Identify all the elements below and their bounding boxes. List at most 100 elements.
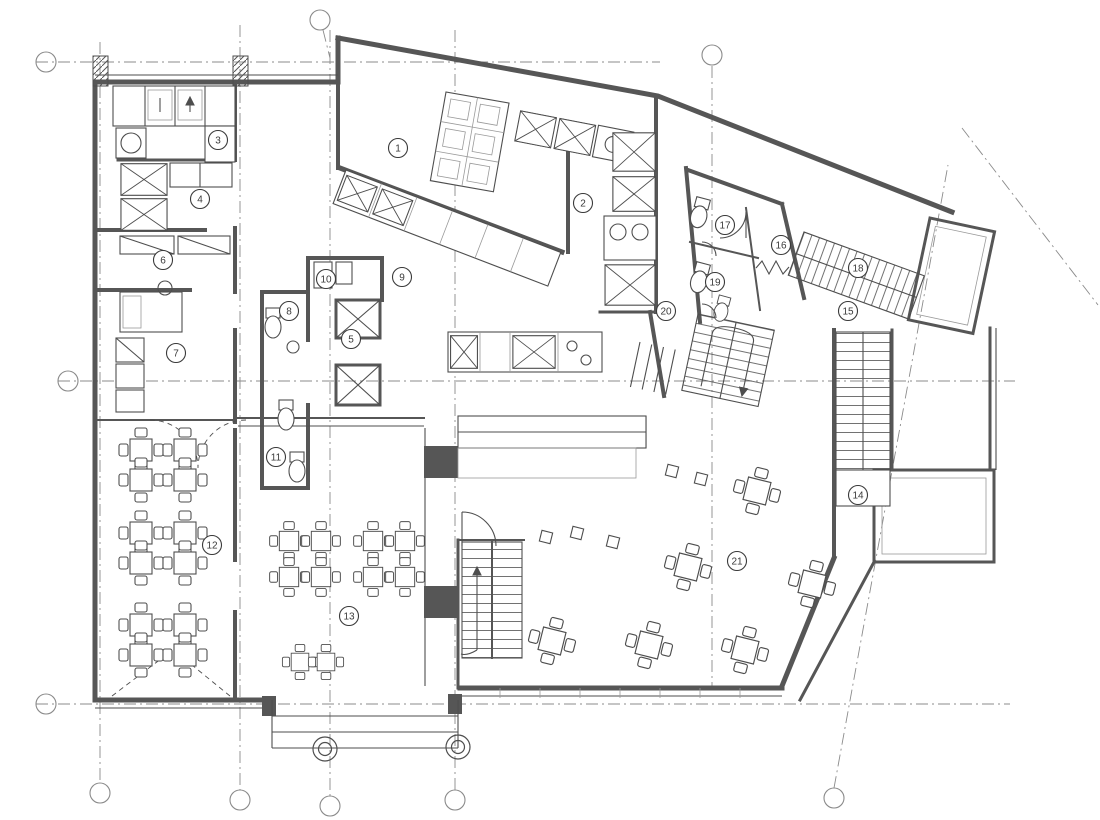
grid-line-vertical (99, 25, 713, 796)
stair-basement (460, 541, 523, 659)
toilet-fixture (264, 307, 282, 339)
toilet-fixture (711, 294, 733, 324)
column-post (448, 694, 462, 714)
room-label-10: 10 (315, 268, 337, 290)
room-label-bubble (714, 214, 736, 236)
room-label-bubble (770, 234, 792, 256)
cooking-range (429, 91, 510, 193)
room-label-bubble (847, 257, 869, 279)
room-label-bubble (338, 605, 360, 627)
room-label-bubble (165, 342, 187, 364)
room-label-number: 2 (580, 199, 586, 210)
toilet-fixture (277, 399, 295, 431)
room-label-number: 1 (395, 144, 401, 155)
room-label-number: 7 (173, 349, 179, 360)
window-mullions (499, 688, 741, 698)
room-label-number: 15 (842, 307, 854, 318)
room-label-4: 4 (189, 188, 211, 210)
room-label-number: 14 (852, 491, 864, 502)
room-label-bubble (189, 188, 211, 210)
room-label-20: 20 (655, 300, 677, 322)
room-label-bubble (847, 484, 869, 506)
room-label-bubble (201, 534, 223, 556)
service-shaft (334, 298, 382, 407)
room-label-bubble (265, 446, 287, 468)
room-label-bubble (152, 249, 174, 271)
grid-axis-marker (319, 795, 341, 817)
room-label-number: 19 (709, 278, 721, 289)
porch-columns (312, 734, 471, 762)
room-label-5: 5 (340, 328, 362, 350)
room-label-number: 8 (286, 307, 292, 318)
steps (629, 341, 676, 395)
room-label-21: 21 (726, 550, 748, 572)
room-label-bubble (837, 300, 859, 322)
room-label-number: 13 (343, 612, 355, 623)
room-label-bubble (655, 300, 677, 322)
toilet-fixture (288, 451, 306, 483)
walls-layer (92, 35, 997, 716)
stair-tower-lower (872, 468, 996, 564)
column-post (92, 55, 109, 87)
counter-room3 (112, 85, 236, 163)
room-label-number: 5 (348, 335, 354, 346)
room-label-3: 3 (207, 129, 229, 151)
room-label-13: 13 (338, 605, 360, 627)
equipment-room2 (603, 132, 657, 306)
room-label-14: 14 (847, 484, 869, 506)
bar-counter (457, 415, 647, 479)
room-label-8: 8 (278, 300, 300, 322)
room-label-17: 17 (714, 214, 736, 236)
tables-room13 (269, 521, 425, 681)
counter-island (447, 331, 603, 373)
room-label-bubble (704, 271, 726, 293)
structural-grid-layer (35, 9, 1099, 817)
room-label-bubble (278, 300, 300, 322)
room-label-12: 12 (201, 534, 223, 556)
room-label-number: 10 (320, 275, 332, 286)
structural-column (424, 446, 458, 478)
interior-wall-thin (116, 158, 992, 703)
room-label-number: 16 (775, 241, 787, 252)
room-label-number: 18 (852, 264, 864, 275)
equipment-room4 (120, 162, 233, 231)
grid-axis-marker (57, 370, 79, 392)
sink-fixture (286, 340, 300, 354)
room-label-18: 18 (847, 257, 869, 279)
room-label-number: 11 (271, 453, 282, 464)
break-symbol (755, 259, 790, 276)
room-label-16: 16 (770, 234, 792, 256)
tables-room21 (523, 462, 841, 679)
stair-tower-upper (906, 216, 997, 336)
structural-column (424, 586, 458, 618)
grid-axis-marker (701, 44, 723, 66)
porch-column-symbol-inner (317, 741, 333, 757)
porch-column-symbol (312, 736, 338, 762)
stair-20 (681, 313, 775, 408)
room-label-11: 11 (265, 446, 287, 468)
room-label-bubble (572, 192, 594, 214)
room-label-number: 4 (197, 195, 203, 206)
grid-axis-marker (229, 789, 251, 811)
grid-axis-marker (309, 9, 331, 31)
counter-diagonal (332, 169, 562, 287)
grid-axis-marker (89, 782, 111, 804)
room-label-number: 21 (731, 557, 743, 568)
room-label-bubble (391, 266, 413, 288)
room-label-number: 17 (719, 221, 731, 232)
room-label-number: 6 (160, 256, 166, 267)
furniture-room7 (115, 280, 183, 413)
shelving-room6 (119, 235, 231, 255)
grid-axis-marker (823, 787, 845, 809)
room-label-number: 20 (660, 307, 672, 318)
grid-line-diagonal (322, 29, 1099, 789)
room-label-bubble (207, 129, 229, 151)
partition-wall (94, 206, 762, 541)
room-label-bubble (387, 137, 409, 159)
room-label-number: 12 (206, 541, 218, 552)
room-label-bubble (726, 550, 748, 572)
porch-column-symbol-inner (450, 739, 466, 755)
room-label-number: 9 (399, 273, 405, 284)
